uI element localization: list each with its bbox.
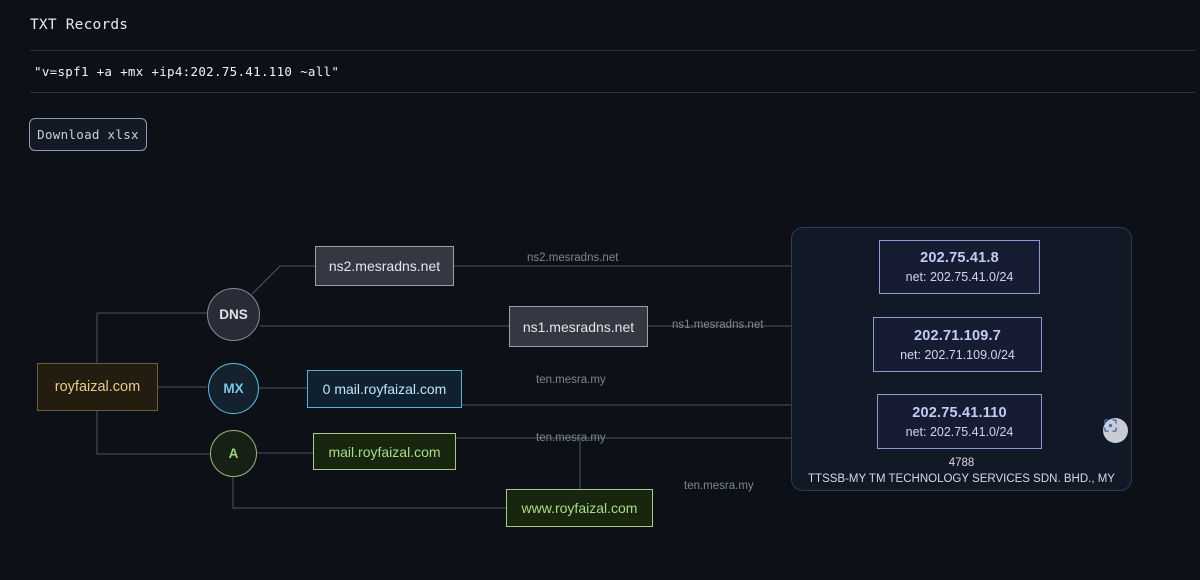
ip-network: net: 202.75.41.0/24 [905,270,1014,284]
edge-label-ns1: ns1.mesradns.net [672,319,764,331]
ip-address: 202.75.41.8 [920,250,999,266]
edge-label-mx: ten.mesra.my [536,374,606,386]
node-record-type-mx[interactable]: MX [208,363,259,414]
ip-network: net: 202.71.109.0/24 [900,347,1015,362]
node-a-mail[interactable]: mail.royfaizal.com [313,433,456,470]
ip-address: 202.75.41.110 [912,404,1007,421]
divider-bottom [30,92,1195,93]
download-xlsx-button[interactable]: Download xlsx [29,118,147,151]
node-record-type-dns[interactable]: DNS [207,288,260,341]
page-title: TXT Records [30,17,129,33]
edge-label-a-mail: ten.mesra.my [536,432,606,444]
asn-number: 4788 [948,457,975,469]
node-ns1[interactable]: ns1.mesradns.net [509,306,648,347]
ip-network: net: 202.75.41.0/24 [905,424,1014,439]
node-record-type-a[interactable]: A [210,430,257,477]
dns-map: royfaizal.com DNS MX A ns2.mesradns.net … [0,195,1200,580]
edge-label-ns2: ns2.mesradns.net [527,252,619,264]
asn-organization: TTSSB-MY TM TECHNOLOGY SERVICES SDN. BHD… [808,473,1115,485]
ip-address: 202.71.109.7 [913,327,1002,344]
node-ns2[interactable]: ns2.mesradns.net [315,246,454,286]
edge-label-a-www: ten.mesra.my [684,480,754,492]
txt-record-value: "v=spf1 +a +mx +ip4:202.75.41.110 ~all" [34,64,340,79]
focus-scan-icon[interactable] [1103,418,1128,443]
node-a-www[interactable]: www.royfaizal.com [506,489,653,527]
ip-node-3[interactable]: 202.75.41.110 net: 202.75.41.0/24 [877,394,1042,449]
divider-top [30,50,1195,51]
node-mx-record[interactable]: 0 mail.royfaizal.com [307,370,462,408]
ip-node-1[interactable]: 202.75.41.8 net: 202.75.41.0/24 [879,240,1040,294]
ip-node-2[interactable]: 202.71.109.7 net: 202.71.109.0/24 [873,317,1042,372]
node-root-domain[interactable]: royfaizal.com [37,363,158,411]
